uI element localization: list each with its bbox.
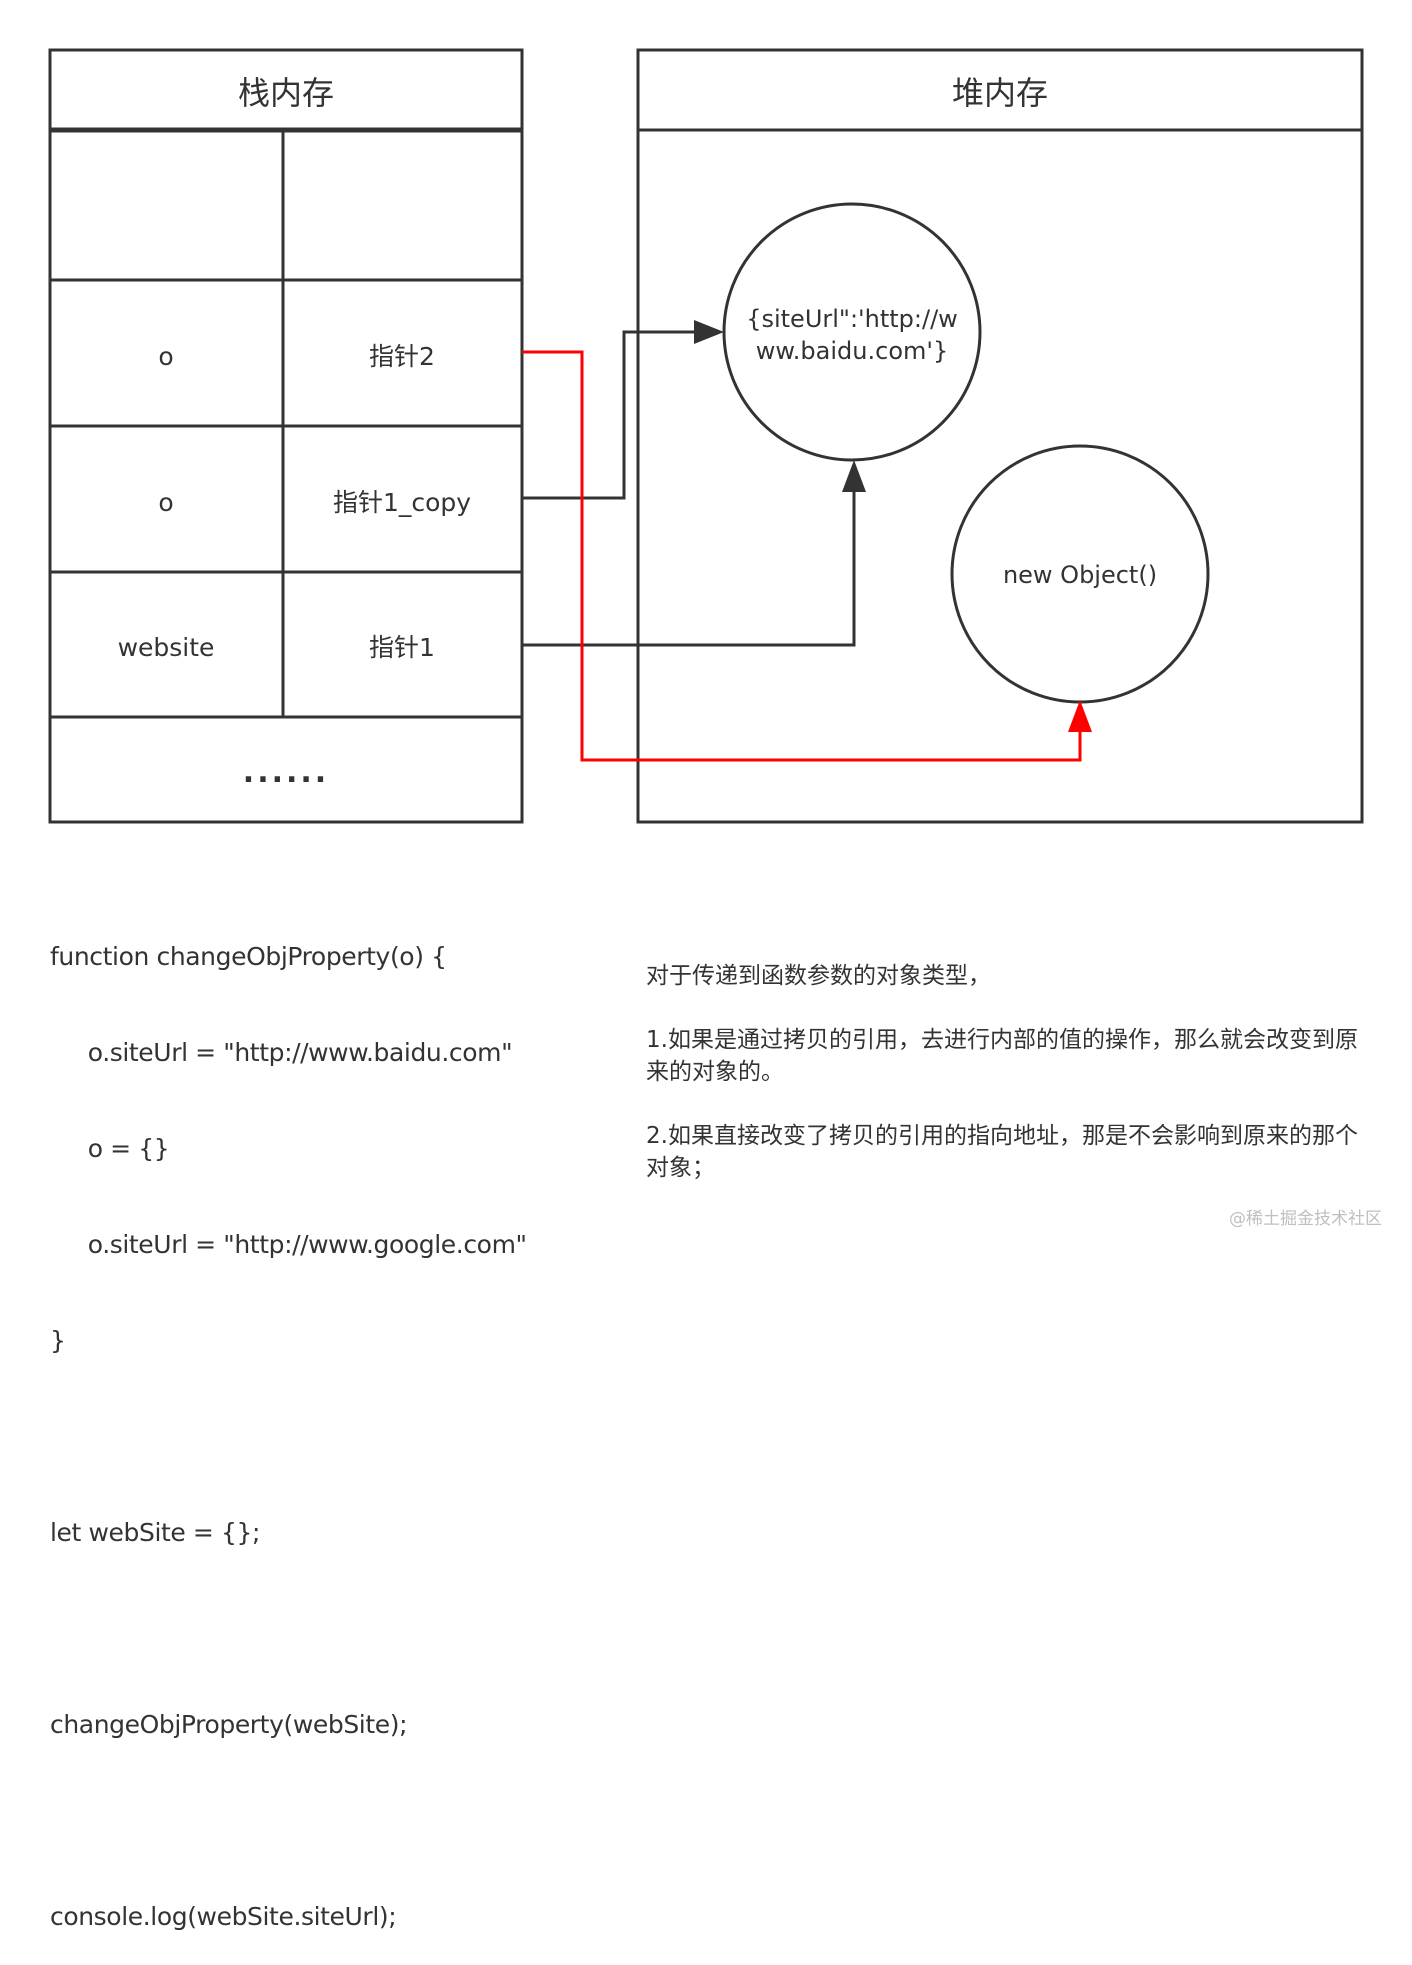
stack-frame	[48, 48, 524, 824]
heap-memory	[636, 48, 1364, 824]
pointer1-arrow	[522, 486, 856, 647]
code-line: }	[50, 1326, 66, 1355]
stack-cell-value: 指针1_copy	[333, 488, 471, 517]
heap-title: 堆内存	[952, 74, 1048, 112]
triangle-arrow-icon	[1068, 700, 1092, 732]
stack-cell-name: website	[118, 633, 215, 662]
heap-object-baidu-label: ww.baidu.com'}	[756, 337, 949, 365]
note-intro: 对于传递到函数参数的对象类型，	[646, 963, 991, 989]
code-blank-line	[50, 1805, 527, 1837]
watermark: @稀土掘金技术社区	[1229, 1209, 1382, 1229]
note-gap	[646, 992, 1366, 1024]
code-line: function changeObjProperty(o) {	[50, 942, 447, 971]
stack-cell-name: o	[158, 342, 173, 371]
heap-object-baidu-label: {siteUrl":'http://w	[746, 305, 958, 333]
memory-diagram: 栈内存 o 指针2 o 指针1_copy website 指针1 ...... …	[48, 48, 1364, 824]
pointer2-arrow	[522, 350, 1082, 762]
code-line: changeObjProperty(webSite);	[50, 1710, 408, 1739]
code-line: console.log(webSite.siteUrl);	[50, 1902, 397, 1931]
note-point-1: 1.如果是通过拷贝的引用，去进行内部的值的操作，那么就会改变到原来的对象的。	[646, 1027, 1358, 1085]
code-line: o.siteUrl = "http://www.baidu.com"	[50, 1038, 513, 1067]
code-line: o.siteUrl = "http://www.google.com"	[50, 1230, 527, 1259]
stack-cell-value: 指针2	[369, 342, 435, 371]
stack-title: 栈内存	[238, 74, 334, 112]
note-point-2: 2.如果直接改变了拷贝的引用的指向地址，那是不会影响到原来的那个对象；	[646, 1123, 1358, 1181]
triangle-arrow-icon	[694, 320, 724, 344]
code-line: o = {}	[50, 1134, 170, 1163]
triangle-arrow-icon	[842, 460, 866, 492]
stack-ellipsis: ......	[243, 755, 329, 790]
code-line: let webSite = {};	[50, 1518, 261, 1547]
note-gap	[646, 1088, 1366, 1120]
stack-memory	[48, 48, 524, 824]
stack-cell-value: 指针1	[369, 633, 435, 662]
heap-frame	[636, 48, 1364, 824]
code-blank-line	[50, 1421, 527, 1453]
pointer1-copy-arrow	[522, 330, 702, 500]
explanation-note: 对于传递到函数参数的对象类型， 1.如果是通过拷贝的引用，去进行内部的值的操作，…	[646, 960, 1366, 1184]
heap-object-new-label: new Object()	[1003, 561, 1157, 589]
stack-cell-name: o	[158, 488, 173, 517]
code-blank-line	[50, 1613, 527, 1645]
code-block: function changeObjProperty(o) { o.siteUr…	[50, 877, 527, 1965]
